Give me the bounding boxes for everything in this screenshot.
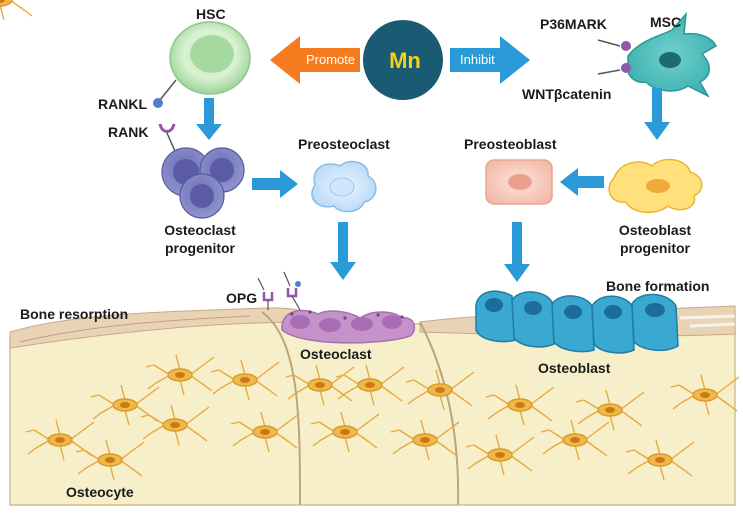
inhibit-label: Inhibit [460,52,495,67]
osteoclast-progenitor-label-2: progenitor [165,240,235,256]
preosteoblast-label: Preosteoblast [464,136,557,152]
rankl-label: RANKL [98,96,147,112]
opg-label: OPG [226,290,258,306]
msc-cell [597,11,717,98]
p36mark-label: P36MARK [540,16,607,32]
preosteoclast-label: Preosteoclast [298,136,390,152]
osteoblast-progenitor-cell [608,158,703,214]
bone-formation-label: Bone formation [606,278,710,294]
hsc-label: HSC [196,6,226,22]
mn-label: Mn [389,48,421,73]
opg-receptors [257,271,301,311]
osteoblast-progenitor-label-1: Osteoblast [618,222,692,238]
preosteoclast-cell [311,160,377,213]
bone-resorption-label: Bone resorption [20,306,129,322]
osteocyte [0,0,33,21]
rank-label: RANK [108,124,149,140]
osteoclast-progenitor-cells [161,147,245,219]
osteoblast-cells [475,290,679,354]
osteoclast-progenitor-label-1: Osteoclast [164,222,236,238]
msc-label: MSC [650,14,682,30]
wnt-label: WNTβcatenin [522,86,612,102]
preosteoblast-cell [485,159,553,205]
osteocyte-label: Osteocyte [66,484,134,500]
osteoclast-label: Osteoclast [300,346,372,362]
promote-label: Promote [306,52,356,67]
osteocyte-cells [0,0,740,481]
inhibit-arrow [450,36,530,84]
osteoblast-progenitor-label-2: progenitor [620,240,690,256]
hsc-cell [153,21,251,108]
osteoblast-label: Osteoblast [538,360,611,376]
promote-arrow [270,36,360,84]
flow-arrows [196,88,670,282]
mn-circle [363,20,443,100]
osteoclast-cell [281,309,416,344]
